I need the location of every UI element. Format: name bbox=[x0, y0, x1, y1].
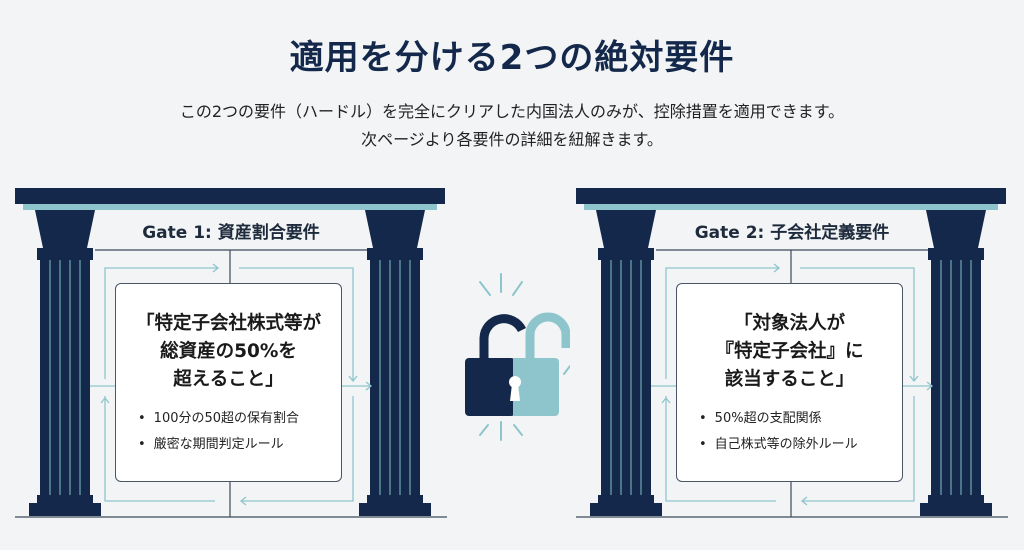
quote-line: 超えること」 bbox=[173, 369, 284, 390]
bullet-list: 50%超の支配関係 自己株式等の除外ルール bbox=[699, 406, 902, 458]
requirement-card: 「対象法人が 『特定子会社』に 該当すること」 50%超の支配関係 自己株式等の… bbox=[676, 283, 903, 482]
quote-line: 「対象法人が bbox=[733, 313, 845, 334]
unlock-icon bbox=[458, 270, 571, 454]
requirement-quote: 「対象法人が 『特定子会社』に 該当すること」 bbox=[677, 310, 902, 394]
gate-title: Gate 2: 子会社定義要件 bbox=[694, 223, 890, 243]
requirement-quote: 「特定子会社株式等が 総資産の50%を 超えること」 bbox=[116, 310, 341, 394]
quote-line: 『特定子会社』に bbox=[715, 341, 864, 362]
bullet-list: 100分の50超の保有割合 厳密な期間判定ルール bbox=[138, 406, 341, 458]
bullet-item: 100分の50超の保有割合 bbox=[138, 406, 341, 432]
gate-pillars bbox=[576, 188, 1008, 518]
gate-2: Gate 2: 子会社定義要件 「対象法人が 『特定子会社』に 該当すること」 … bbox=[576, 186, 1008, 518]
gate-1: Gate 1: 資産割合要件 「特定子会社株式等が 総資産の50%を 超えること… bbox=[15, 186, 447, 518]
page-title: 適用を分ける2つの絶対要件 bbox=[289, 38, 735, 78]
subtitle-line-1: この2つの要件（ハードル）を完全にクリアした内国法人のみが、控除措置を適用できま… bbox=[179, 102, 845, 121]
quote-line: 該当すること」 bbox=[724, 369, 855, 390]
bullet-item: 厳密な期間判定ルール bbox=[138, 432, 341, 458]
gate-title: Gate 1: 資産割合要件 bbox=[142, 223, 320, 243]
quote-line: 「特定子会社株式等が bbox=[135, 313, 321, 334]
requirement-card: 「特定子会社株式等が 総資産の50%を 超えること」 100分の50超の保有割合… bbox=[115, 283, 342, 482]
bullet-item: 自己株式等の除外ルール bbox=[699, 432, 902, 458]
subtitle-line-2: 次ページより各要件の詳細を紐解きます。 bbox=[361, 130, 663, 149]
gate-pillars bbox=[15, 188, 447, 518]
quote-line: 総資産の50%を bbox=[160, 341, 297, 362]
bullet-item: 50%超の支配関係 bbox=[699, 406, 902, 432]
